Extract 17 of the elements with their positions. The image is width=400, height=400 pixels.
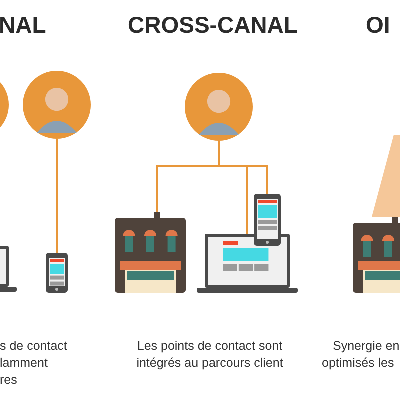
- description-text: Synergie en: [333, 338, 400, 355]
- smartphone-drawing: [46, 253, 68, 293]
- avatar-silhouette: [23, 71, 91, 139]
- section-heading: OI: [366, 12, 390, 39]
- smartphone-drawing: [254, 194, 281, 246]
- description-text: s de contact: [0, 338, 68, 355]
- description-text: lamment: [0, 355, 48, 372]
- laptop-drawing: [197, 234, 298, 293]
- shop-drawing: [115, 212, 186, 293]
- connector-line: [56, 139, 58, 253]
- light-beam: [372, 135, 400, 217]
- description-text: Les points de contact sont intégrés au parcours client: [136, 338, 284, 372]
- description-text: res: [0, 372, 18, 389]
- description-text: optimisés les: [322, 355, 394, 372]
- avatar-silhouette: [185, 73, 253, 141]
- section-heading: NAL: [0, 12, 46, 39]
- section-heading: CROSS-CANAL: [127, 12, 299, 39]
